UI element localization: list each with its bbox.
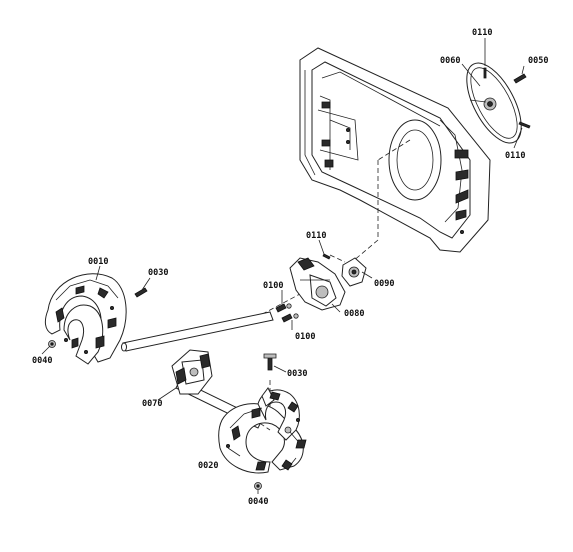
screw-0050 <box>513 73 527 84</box>
callout-0100-b: 0100 <box>295 332 315 342</box>
bolt-0030-left <box>134 287 148 298</box>
screw-0110-top <box>483 67 487 79</box>
gearbox-bracket <box>289 257 346 311</box>
pulley <box>466 62 522 144</box>
gear-case <box>171 349 213 395</box>
callout-0050: 0050 <box>528 56 548 66</box>
screw-0110-right <box>518 121 531 129</box>
callout-0030-left: 0030 <box>148 268 168 278</box>
screw-0110-mid <box>322 253 331 260</box>
callout-0110-right: 0110 <box>505 151 525 161</box>
right-auger <box>218 387 307 474</box>
callout-labels: 0110 0060 0050 0110 0110 0090 0010 0030 … <box>32 28 548 507</box>
callout-0110-mid: 0110 <box>306 231 326 241</box>
callout-0010: 0010 <box>88 257 108 267</box>
callout-0040-left: 0040 <box>32 356 52 366</box>
callout-0090: 0090 <box>374 279 394 289</box>
callout-0110-top: 0110 <box>472 28 492 38</box>
callout-0030-right: 0030 <box>287 369 307 379</box>
callout-0060: 0060 <box>440 56 460 66</box>
callout-0020: 0020 <box>198 461 218 471</box>
left-auger <box>44 273 127 365</box>
nut-0040-left <box>48 340 56 348</box>
bolt-0030-right <box>263 353 277 371</box>
callout-0080: 0080 <box>344 309 364 319</box>
bolts-0100 <box>275 303 299 323</box>
nut-0040-bottom <box>254 482 262 490</box>
callout-0040-bottom: 0040 <box>248 497 268 507</box>
leader-lines <box>41 38 525 494</box>
callout-0070: 0070 <box>142 399 162 409</box>
auger-housing <box>299 47 491 253</box>
callout-0100-a: 0100 <box>263 281 283 291</box>
bearing-flange <box>341 257 367 287</box>
